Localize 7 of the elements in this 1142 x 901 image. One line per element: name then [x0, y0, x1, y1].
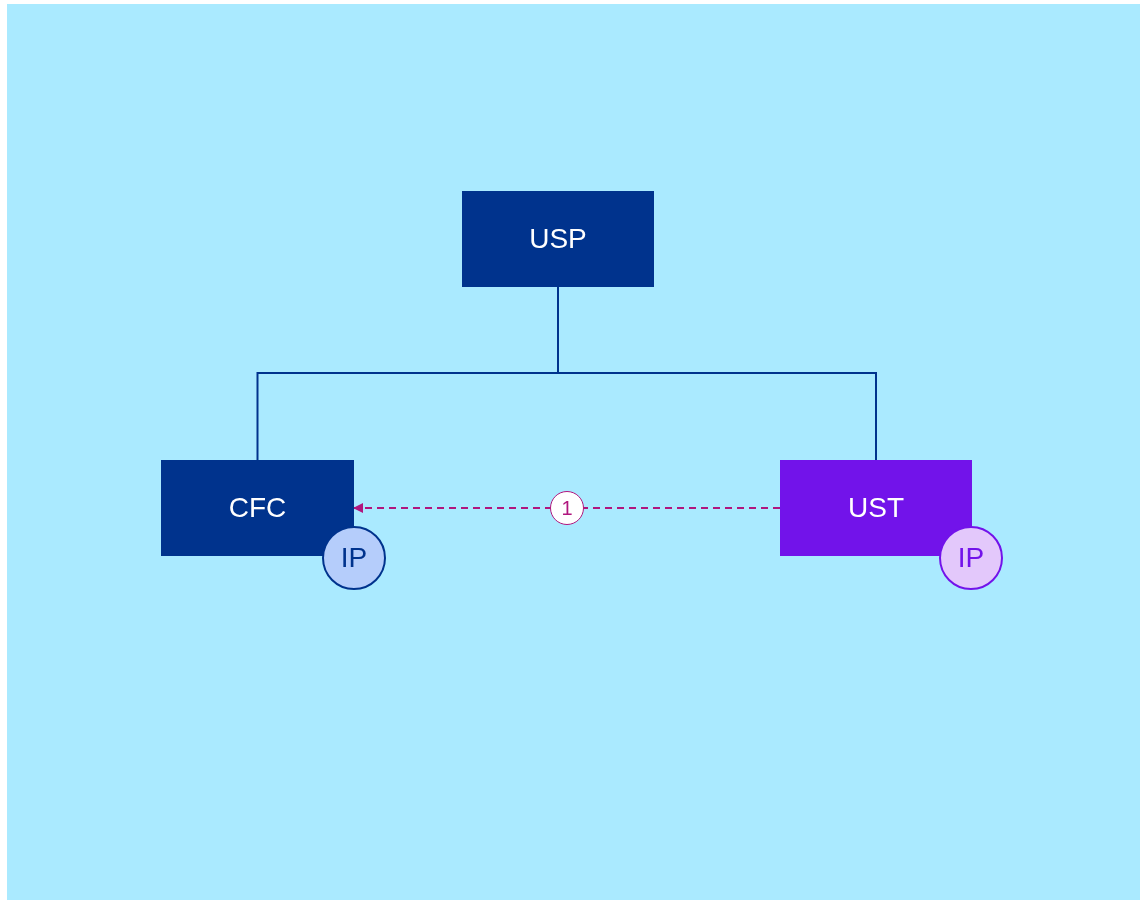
- process-box: [462, 191, 654, 287]
- arrow: [353, 503, 781, 513]
- node-label: IP: [957, 542, 985, 574]
- node-label: CFC: [228, 492, 287, 524]
- node-label: IP: [340, 542, 368, 574]
- node-label: UST: [848, 492, 904, 524]
- node-label: USP: [529, 223, 587, 255]
